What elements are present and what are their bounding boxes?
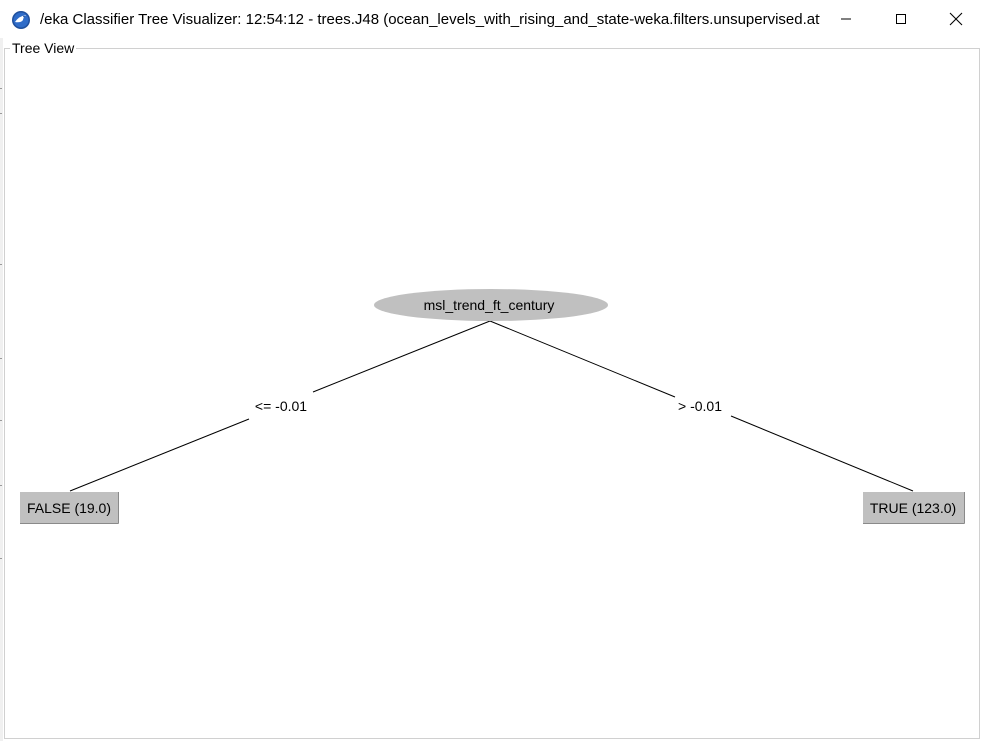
edge-line-right-lower	[730, 415, 914, 492]
maximize-icon	[895, 14, 906, 24]
edge-line-right-upper	[489, 320, 676, 398]
title-bar[interactable]: /eka Classifier Tree Visualizer: 12:54:1…	[0, 0, 982, 38]
edge-tick	[0, 264, 2, 265]
maximize-button[interactable]	[873, 0, 928, 38]
edge-line-left-upper	[312, 320, 491, 393]
leaf-label-left: FALSE (19.0)	[27, 500, 111, 516]
edge-tick	[0, 485, 2, 486]
edge-tick	[0, 88, 2, 89]
minimize-icon	[840, 18, 851, 20]
tree-view-panel[interactable]	[4, 48, 980, 739]
edge-label-right: > -0.01	[678, 398, 722, 414]
close-button[interactable]	[928, 0, 982, 38]
window-title: /eka Classifier Tree Visualizer: 12:54:1…	[40, 11, 820, 28]
panel-title: Tree View	[10, 40, 77, 56]
edge-tick	[0, 420, 2, 421]
weka-bird-icon	[12, 11, 30, 29]
leaf-label-right: TRUE (123.0)	[870, 500, 956, 516]
edge-label-left: <= -0.01	[255, 398, 307, 414]
edge-tick	[0, 358, 2, 359]
minimize-button[interactable]	[818, 0, 873, 38]
root-node-label: msl_trend_ft_century	[424, 297, 555, 313]
edge-tick	[0, 113, 2, 114]
edge-line-left-lower	[69, 418, 250, 492]
leaf-node-right[interactable]	[863, 492, 964, 523]
edge-tick	[0, 558, 2, 559]
close-icon	[949, 12, 962, 26]
leaf-node-left[interactable]	[20, 492, 118, 523]
window-edge-strip	[0, 38, 3, 741]
root-node[interactable]	[374, 289, 608, 321]
